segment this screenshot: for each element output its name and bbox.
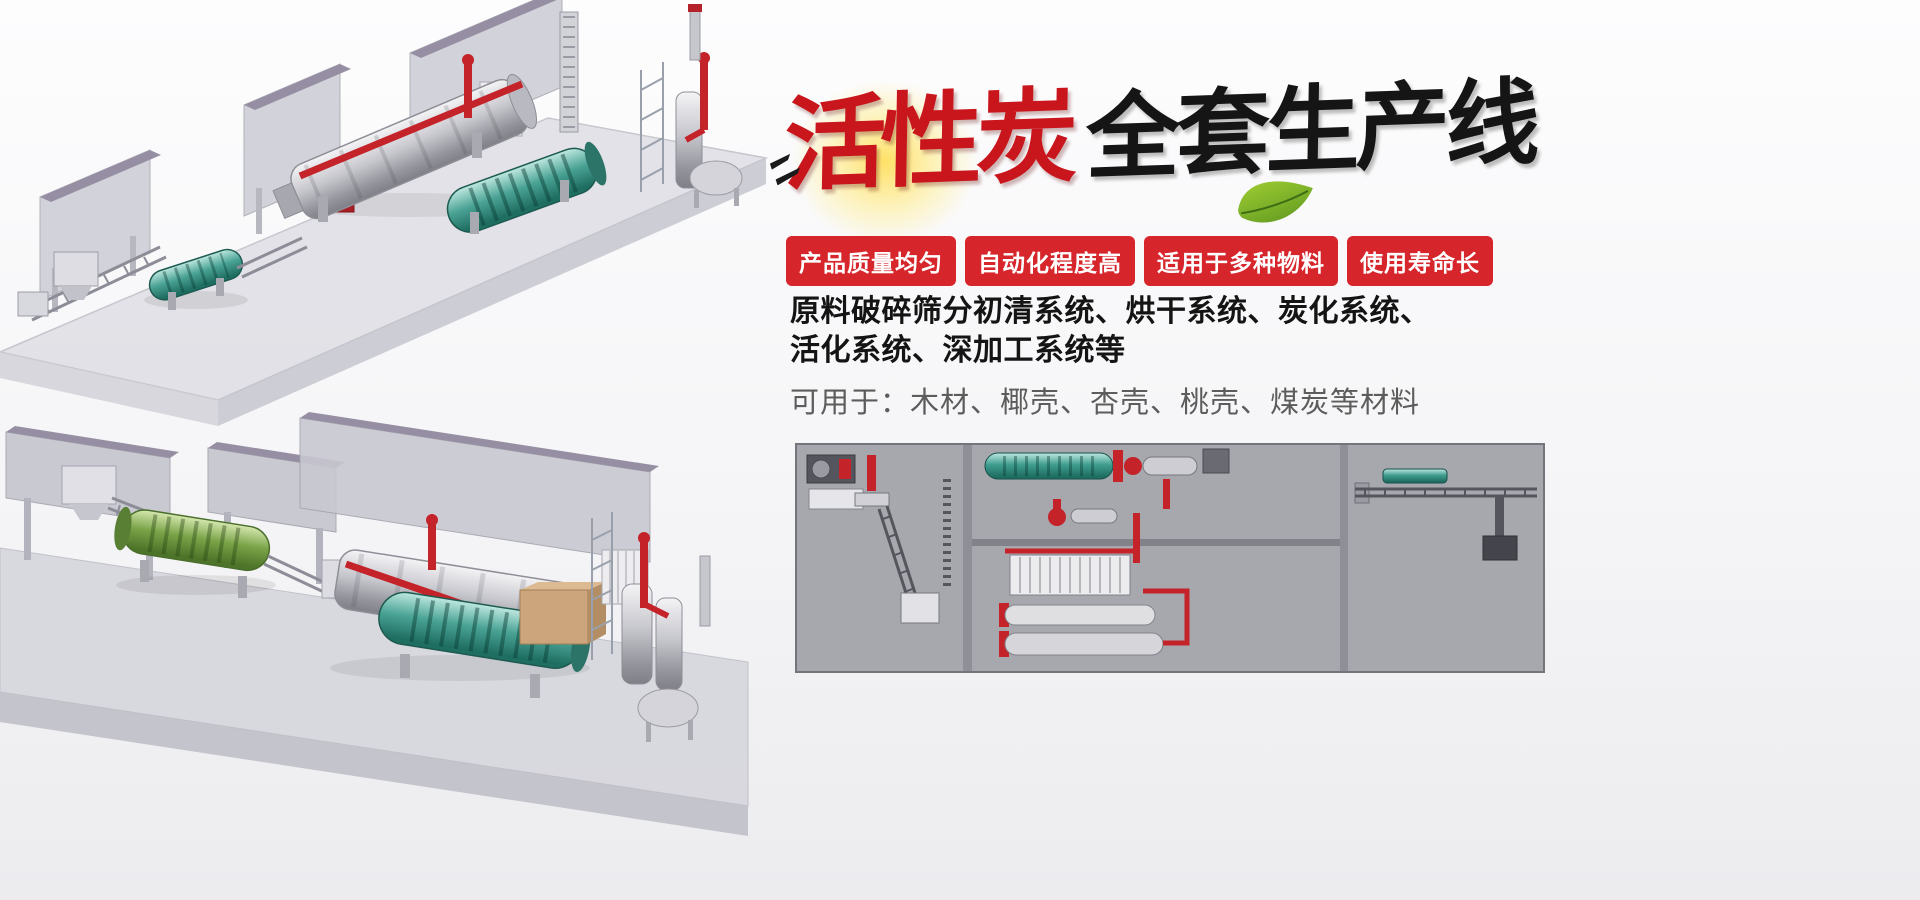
leaf-icon [1238, 181, 1313, 223]
production-line-renders [0, 0, 780, 900]
description-line-1: 原料破碎筛分初清系统、烘干系统、炭化系统、 [790, 295, 1431, 328]
page-title: 活性炭全套生产线 [769, 65, 1537, 204]
description-line-2: 活化系统、深加工系统等 [790, 334, 1126, 367]
badge-materials: 适用于多种物料 [1144, 236, 1338, 286]
description-block: 原料破碎筛分初清系统、烘干系统、炭化系统、 活化系统、深加工系统等 可用于：木材… [790, 292, 1431, 421]
title-black-text: 全套生产线 [1085, 69, 1537, 191]
glow-decoration [760, 52, 1010, 272]
content-panel: 活性炭全套生产线 产品质量均匀 自动化程度高 适用于多种物料 使用寿命长 原料破… [760, 0, 1920, 900]
render-top [0, 0, 769, 426]
badge-quality: 产品质量均匀 [786, 236, 956, 286]
plan-view-schematic [795, 443, 1545, 673]
brush-dash-icon [769, 153, 800, 186]
headline: 活性炭全套生产线 [760, 52, 1554, 272]
title-red-text: 活性炭 [783, 79, 1074, 204]
feature-badges: 产品质量均匀 自动化程度高 适用于多种物料 使用寿命长 [786, 236, 1493, 286]
plan-view-schematic-svg [795, 443, 1545, 673]
production-line-render-svg [0, 0, 769, 836]
render-bottom [0, 412, 749, 836]
badge-automation: 自动化程度高 [965, 236, 1135, 286]
description-line-3: 可用于：木材、椰壳、杏壳、桃壳、煤炭等材料 [790, 387, 1421, 419]
badge-lifespan: 使用寿命长 [1347, 236, 1493, 286]
